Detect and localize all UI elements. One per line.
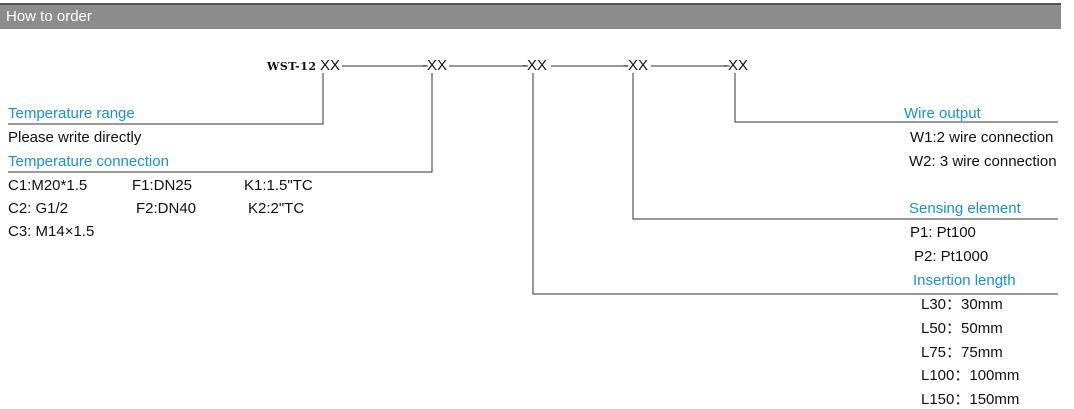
connection-option: F2:DN40 bbox=[136, 200, 197, 217]
temperature-range-title: Temperature range bbox=[8, 105, 135, 122]
temperature-connection-leader bbox=[8, 73, 433, 173]
sensing-element-option: P2: Pt1000 bbox=[914, 248, 989, 265]
insertion-length-leader bbox=[532, 73, 1058, 295]
connection-option: C3: M14×1.5 bbox=[8, 223, 95, 240]
insertion-length-option: L75：75mm bbox=[921, 344, 1003, 361]
insertion-length-option: L100：100mm bbox=[921, 367, 1020, 384]
code-segment-4: -XX bbox=[623, 57, 649, 74]
connection-option: F1:DN25 bbox=[132, 177, 193, 194]
temperature-range-note: Please write directly bbox=[8, 129, 142, 146]
insertion-length-title: Insertion length bbox=[913, 272, 1016, 289]
section-header: How to order bbox=[0, 3, 1061, 29]
sensing-element-option: P1: Pt100 bbox=[910, 224, 976, 241]
temperature-connection-title: Temperature connection bbox=[8, 153, 169, 170]
code-segment-3: -XX bbox=[522, 57, 548, 74]
wire-output-leader bbox=[734, 73, 1058, 123]
section-title: How to order bbox=[6, 8, 92, 25]
insertion-length-option: L30：30mm bbox=[921, 296, 1003, 313]
connection-option: K1:1.5"TC bbox=[244, 177, 313, 194]
wire-output-title: Wire output bbox=[904, 105, 981, 122]
code-segment-2: -XX bbox=[422, 57, 448, 74]
wire-output-option: W2: 3 wire connection bbox=[909, 153, 1057, 170]
connection-option: C2: G1/2 bbox=[8, 200, 69, 217]
connection-option: C1:M20*1.5 bbox=[8, 177, 88, 194]
model-prefix: WST-12 bbox=[267, 60, 317, 73]
temperature-range-leader bbox=[8, 73, 324, 125]
connection-option: K2:2"TC bbox=[248, 200, 305, 217]
wire-output-option: W1:2 wire connection bbox=[910, 129, 1054, 146]
insertion-length-option: L50：50mm bbox=[921, 320, 1003, 337]
insertion-length-option: L150：150mm bbox=[921, 391, 1020, 408]
sensing-element-leader bbox=[632, 73, 1058, 220]
sensing-element-title: Sensing element bbox=[909, 200, 1021, 217]
code-segment-1: XX bbox=[320, 57, 341, 74]
code-segment-5: -XX bbox=[723, 57, 749, 74]
